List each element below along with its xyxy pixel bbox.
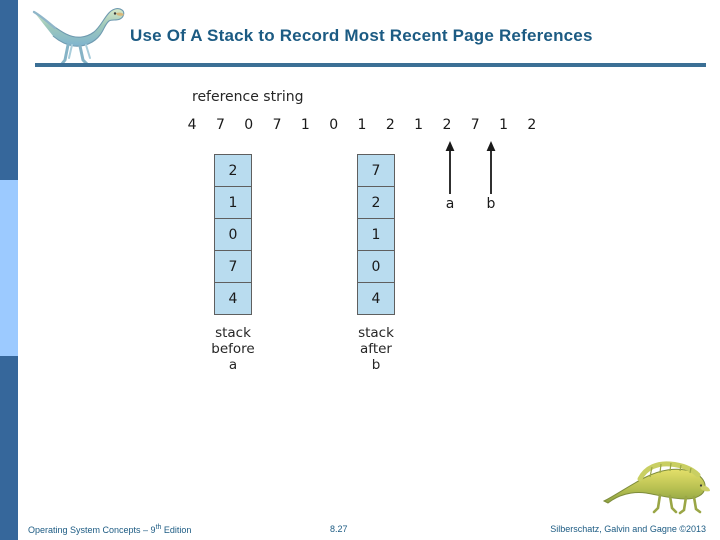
- footer-copyright: Silberschatz, Galvin and Gagne ©2013: [550, 524, 706, 534]
- stack-cell: 2: [215, 155, 251, 187]
- stack-cell: 0: [358, 251, 394, 283]
- reference-string-label: reference string: [192, 89, 304, 105]
- reference-string-digit: 1: [499, 117, 508, 133]
- reference-string-digit: 1: [414, 117, 424, 133]
- reference-string-digit: 1: [300, 117, 310, 133]
- caption-line-1: stack: [215, 325, 251, 341]
- title-divider: [35, 63, 706, 67]
- reference-string-digit: 2: [385, 117, 395, 133]
- sidebar-accent-bottom: [0, 356, 18, 540]
- pointer-b-arrow-icon: [486, 141, 496, 194]
- sidebar-accent-top: [0, 0, 18, 180]
- footer-edition-ordinal: th: [155, 524, 162, 531]
- stack-cell: 1: [358, 219, 394, 251]
- stack-before-a-caption: stack before a: [187, 325, 279, 373]
- dimetrodon-logo-icon: [602, 461, 710, 515]
- sidebar-accent-middle: [0, 180, 18, 356]
- reference-string-digit: 2: [527, 117, 537, 133]
- caption-line-2: after: [360, 341, 392, 357]
- stack-cell: 7: [215, 251, 251, 283]
- pointer-a-label: a: [445, 196, 455, 212]
- pointer-a-arrow-icon: [445, 141, 455, 194]
- stack-after-b-caption: stack after b: [330, 325, 422, 373]
- stack-cell: 0: [215, 219, 251, 251]
- stack-cell: 4: [215, 283, 251, 315]
- footer-edition-prefix: Operating System Concepts – 9: [28, 525, 156, 535]
- stack-cell: 4: [358, 283, 394, 315]
- footer-edition-suffix: Edition: [161, 525, 192, 535]
- pointer-b-label: b: [486, 196, 496, 212]
- stack-cell: 7: [358, 155, 394, 187]
- reference-string-digit: 7: [272, 117, 282, 133]
- reference-string-digit: 0: [244, 117, 254, 133]
- dinosaur-logo-icon: [32, 8, 125, 67]
- caption-line-3: b: [371, 357, 381, 373]
- stack-cell: 2: [358, 187, 394, 219]
- caption-line-3: a: [228, 357, 238, 373]
- reference-string-digit: 7: [215, 117, 225, 133]
- reference-string-digit: 1: [357, 117, 367, 133]
- page-title: Use Of A Stack to Record Most Recent Pag…: [130, 26, 593, 45]
- caption-line-2: before: [211, 341, 255, 357]
- reference-string-digit: 4: [187, 117, 197, 133]
- reference-string-digit: 7: [470, 117, 480, 133]
- caption-line-1: stack: [358, 325, 394, 341]
- stack-cell: 1: [215, 187, 251, 219]
- footer-edition: Operating System Concepts – 9th Edition: [28, 524, 191, 535]
- slide-number: 8.27: [330, 524, 348, 534]
- reference-string-digit: 0: [329, 117, 339, 133]
- reference-string-digit: 2: [442, 117, 452, 133]
